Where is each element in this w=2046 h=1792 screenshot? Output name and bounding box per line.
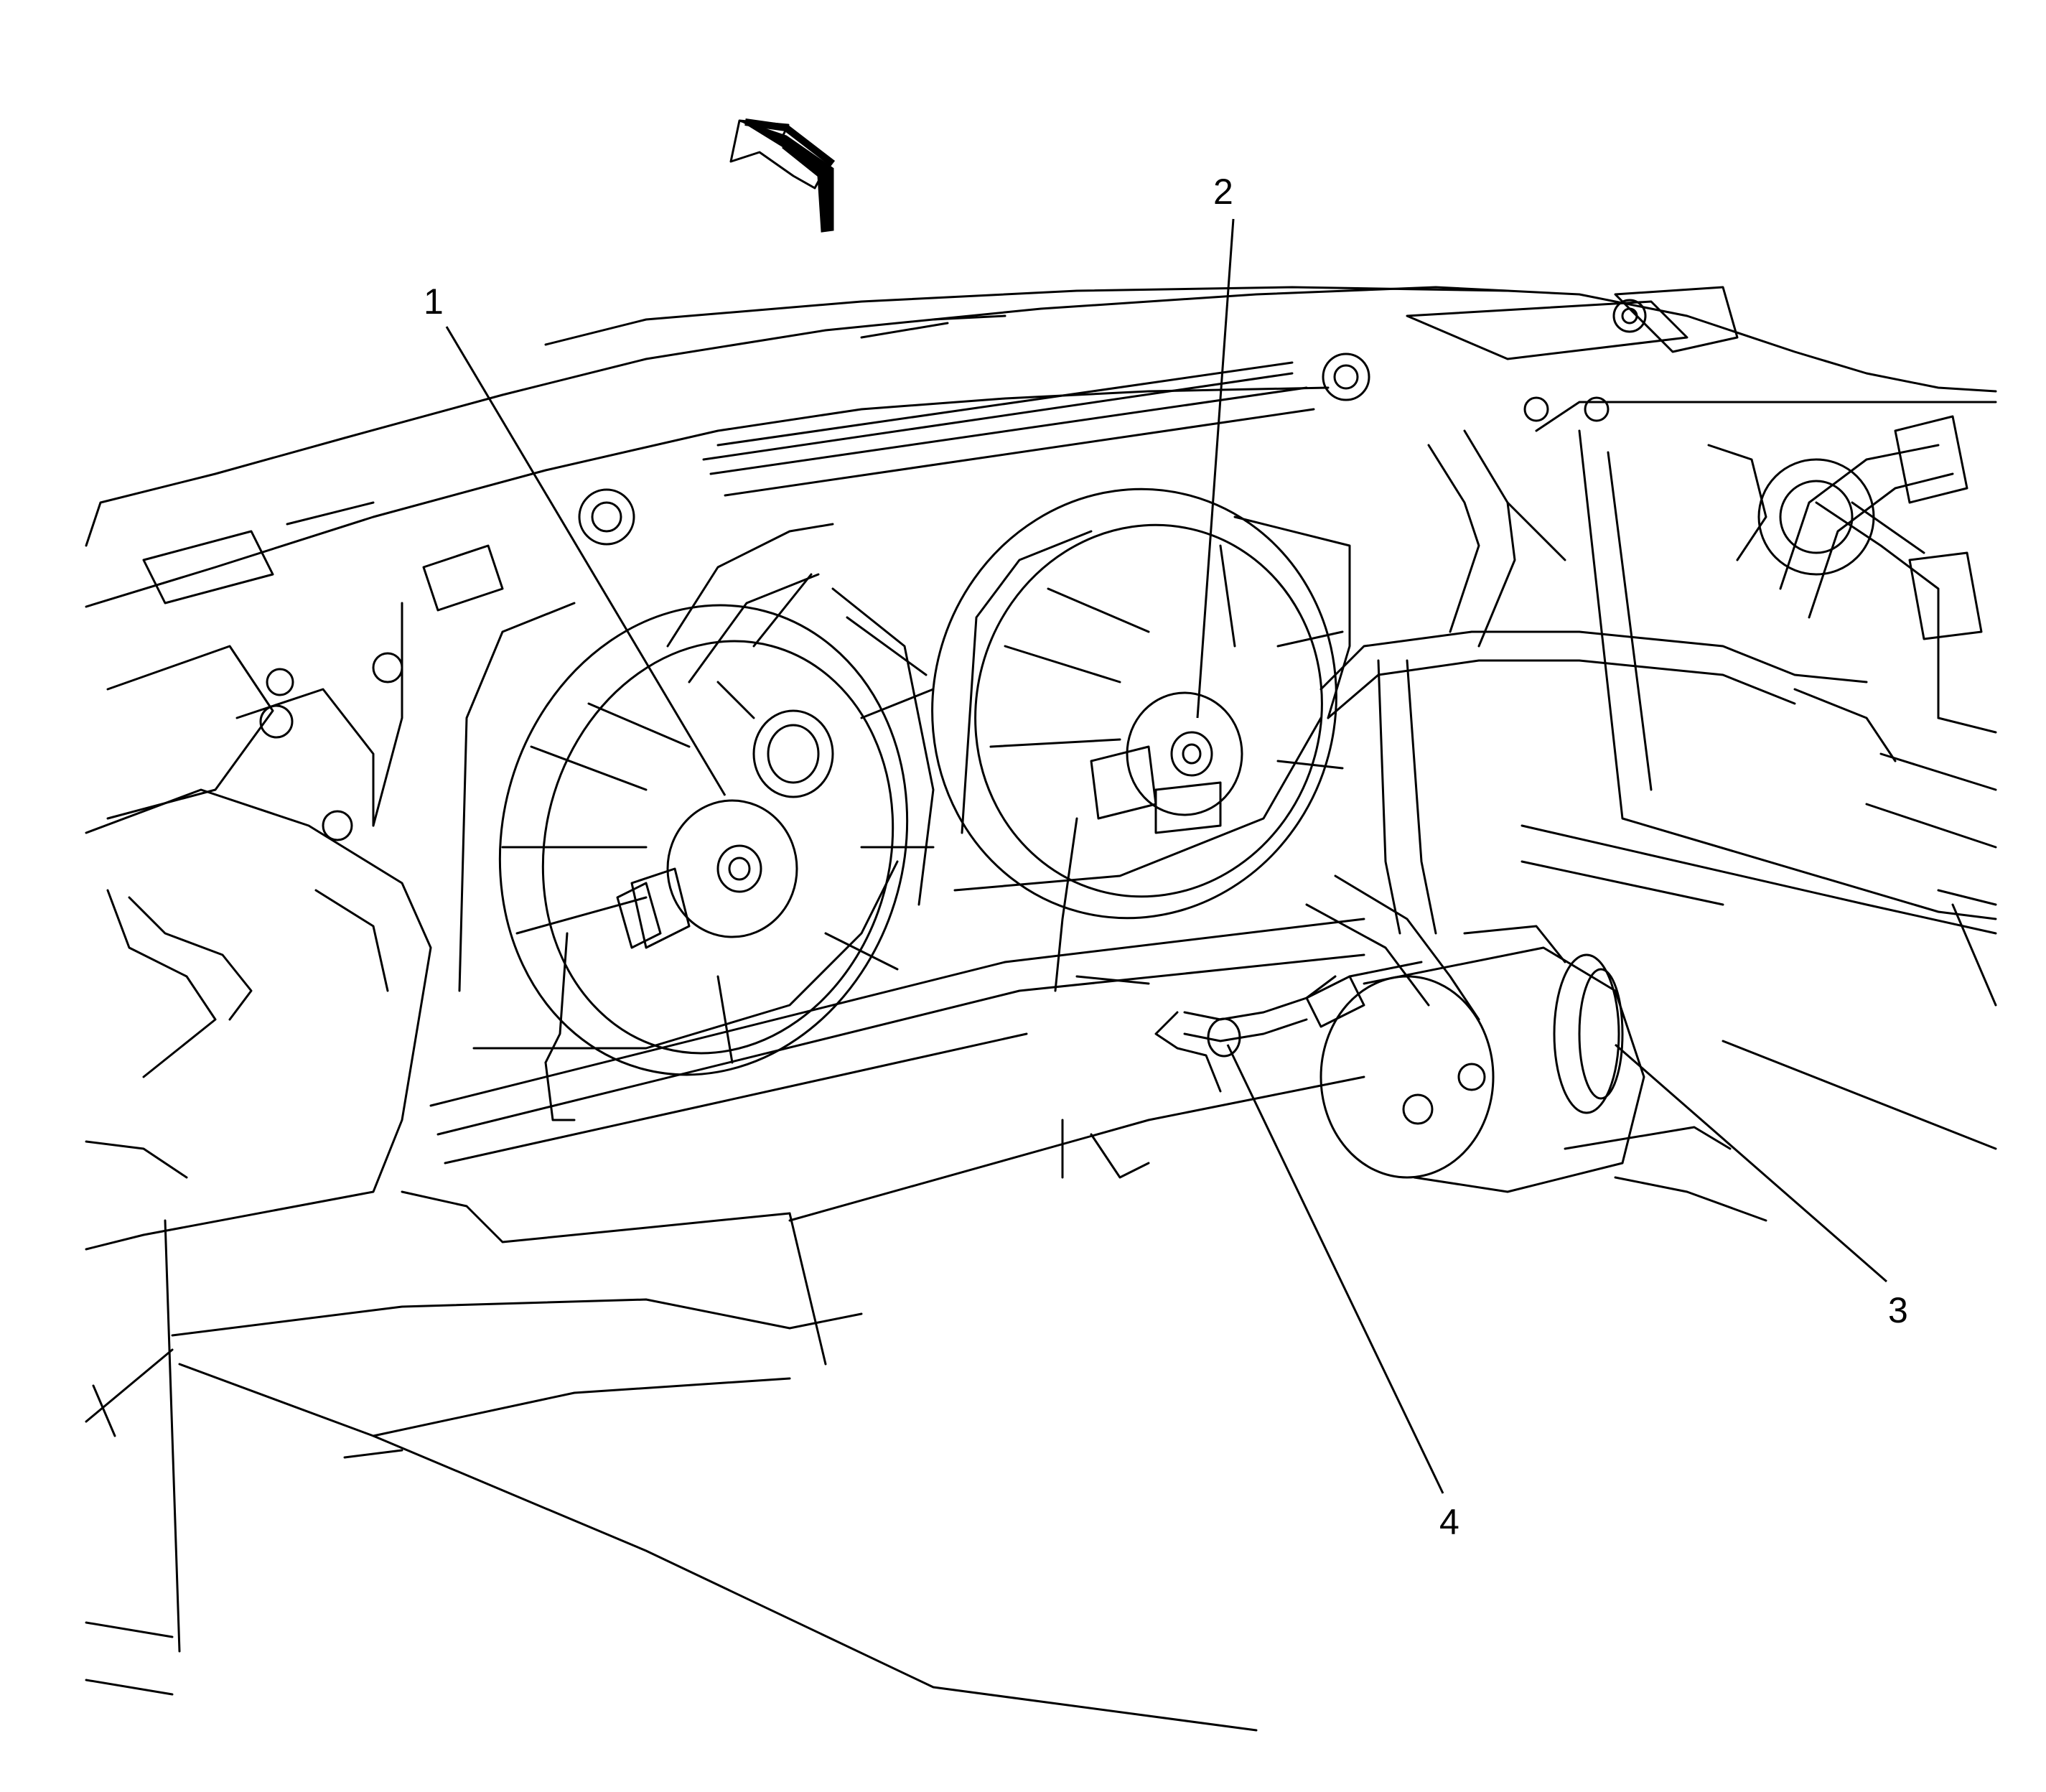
ac-compressor <box>1319 925 1732 1193</box>
left-side-structure <box>85 602 791 1653</box>
callout-leaders <box>445 218 1887 1494</box>
left-cooling-fan <box>458 573 935 1121</box>
callout-3: 3 <box>1888 1290 1908 1330</box>
radiator-support-upper <box>85 286 1997 612</box>
callout-1: 1 <box>424 281 444 322</box>
front-fascia <box>85 1212 1258 1732</box>
ac-line-sensor <box>1075 975 1365 1093</box>
upper-radiator-hose <box>666 523 834 798</box>
leader-2 <box>1196 218 1235 719</box>
right-side-structure <box>1521 299 1997 1150</box>
leader-1 <box>445 326 727 796</box>
lower-rail <box>429 918 1767 1222</box>
leader-4 <box>1226 1044 1444 1494</box>
right-cooling-fan <box>931 487 1351 992</box>
leader-3 <box>1615 1043 1887 1283</box>
wiring-harness <box>1305 429 1954 1021</box>
callout-4: 4 <box>1439 1502 1459 1542</box>
callout-2: 2 <box>1213 172 1233 212</box>
arrow-forward-icon <box>729 118 836 233</box>
